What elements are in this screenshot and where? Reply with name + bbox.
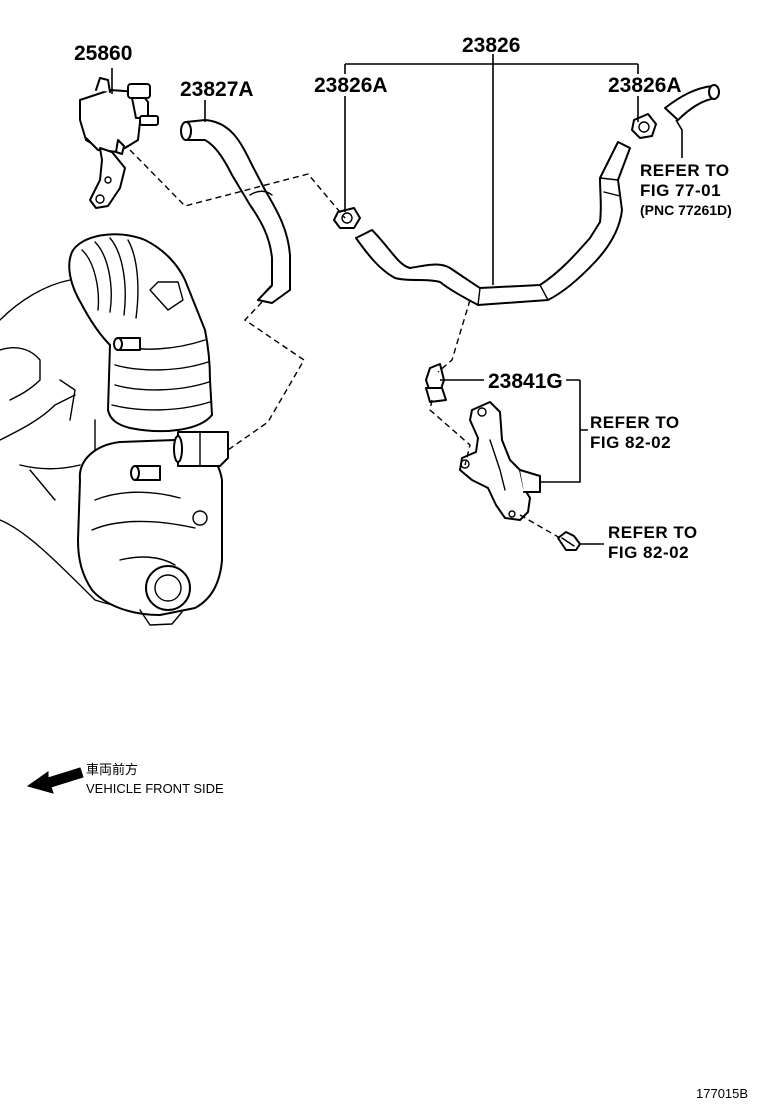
part-number-23841G: 23841G <box>488 370 563 393</box>
figure-id: 177015B <box>696 1086 748 1101</box>
bracket-82-02 <box>459 401 541 521</box>
front-label-japanese: 車両前方 <box>86 762 138 777</box>
vsv-valve-25860 <box>79 77 159 209</box>
part-number-23827A: 23827A <box>180 78 254 101</box>
hose-23827A <box>180 119 291 304</box>
reference-77-01-line2: FIG 77-01 <box>640 181 721 200</box>
hose-clamp-23826A-right <box>631 113 657 139</box>
front-label-english: VEHICLE FRONT SIDE <box>86 781 224 796</box>
bolt-82-02 <box>557 531 581 551</box>
arrow-left-icon <box>26 767 84 794</box>
part-number-23826A-right: 23826A <box>608 74 682 97</box>
vehicle-front-indicator: 車両前方 VEHICLE FRONT SIDE <box>26 762 224 796</box>
reference-82-02-bracket-line2: FIG 82-02 <box>590 433 671 452</box>
reference-82-02-bolt-line1: REFER TO <box>608 523 698 542</box>
hose-23826 <box>355 141 631 306</box>
leader-lines <box>111 54 683 545</box>
hose-clip-23841G <box>425 363 447 403</box>
reference-77-01-line1: REFER TO <box>640 161 730 180</box>
hose-clamp-23826A-left <box>333 207 361 229</box>
engine-assembly <box>0 233 229 626</box>
reference-82-02-bracket-line1: REFER TO <box>590 413 680 432</box>
reference-77-01-line3: (PNC 77261D) <box>640 202 732 218</box>
part-number-23826A-left: 23826A <box>314 74 388 97</box>
part-number-25860: 25860 <box>74 42 132 65</box>
reference-82-02-bolt-line2: FIG 82-02 <box>608 543 689 562</box>
hose-stub-77-01 <box>664 84 720 121</box>
part-number-23826: 23826 <box>462 34 520 57</box>
dashed-connection-lines <box>129 149 561 539</box>
